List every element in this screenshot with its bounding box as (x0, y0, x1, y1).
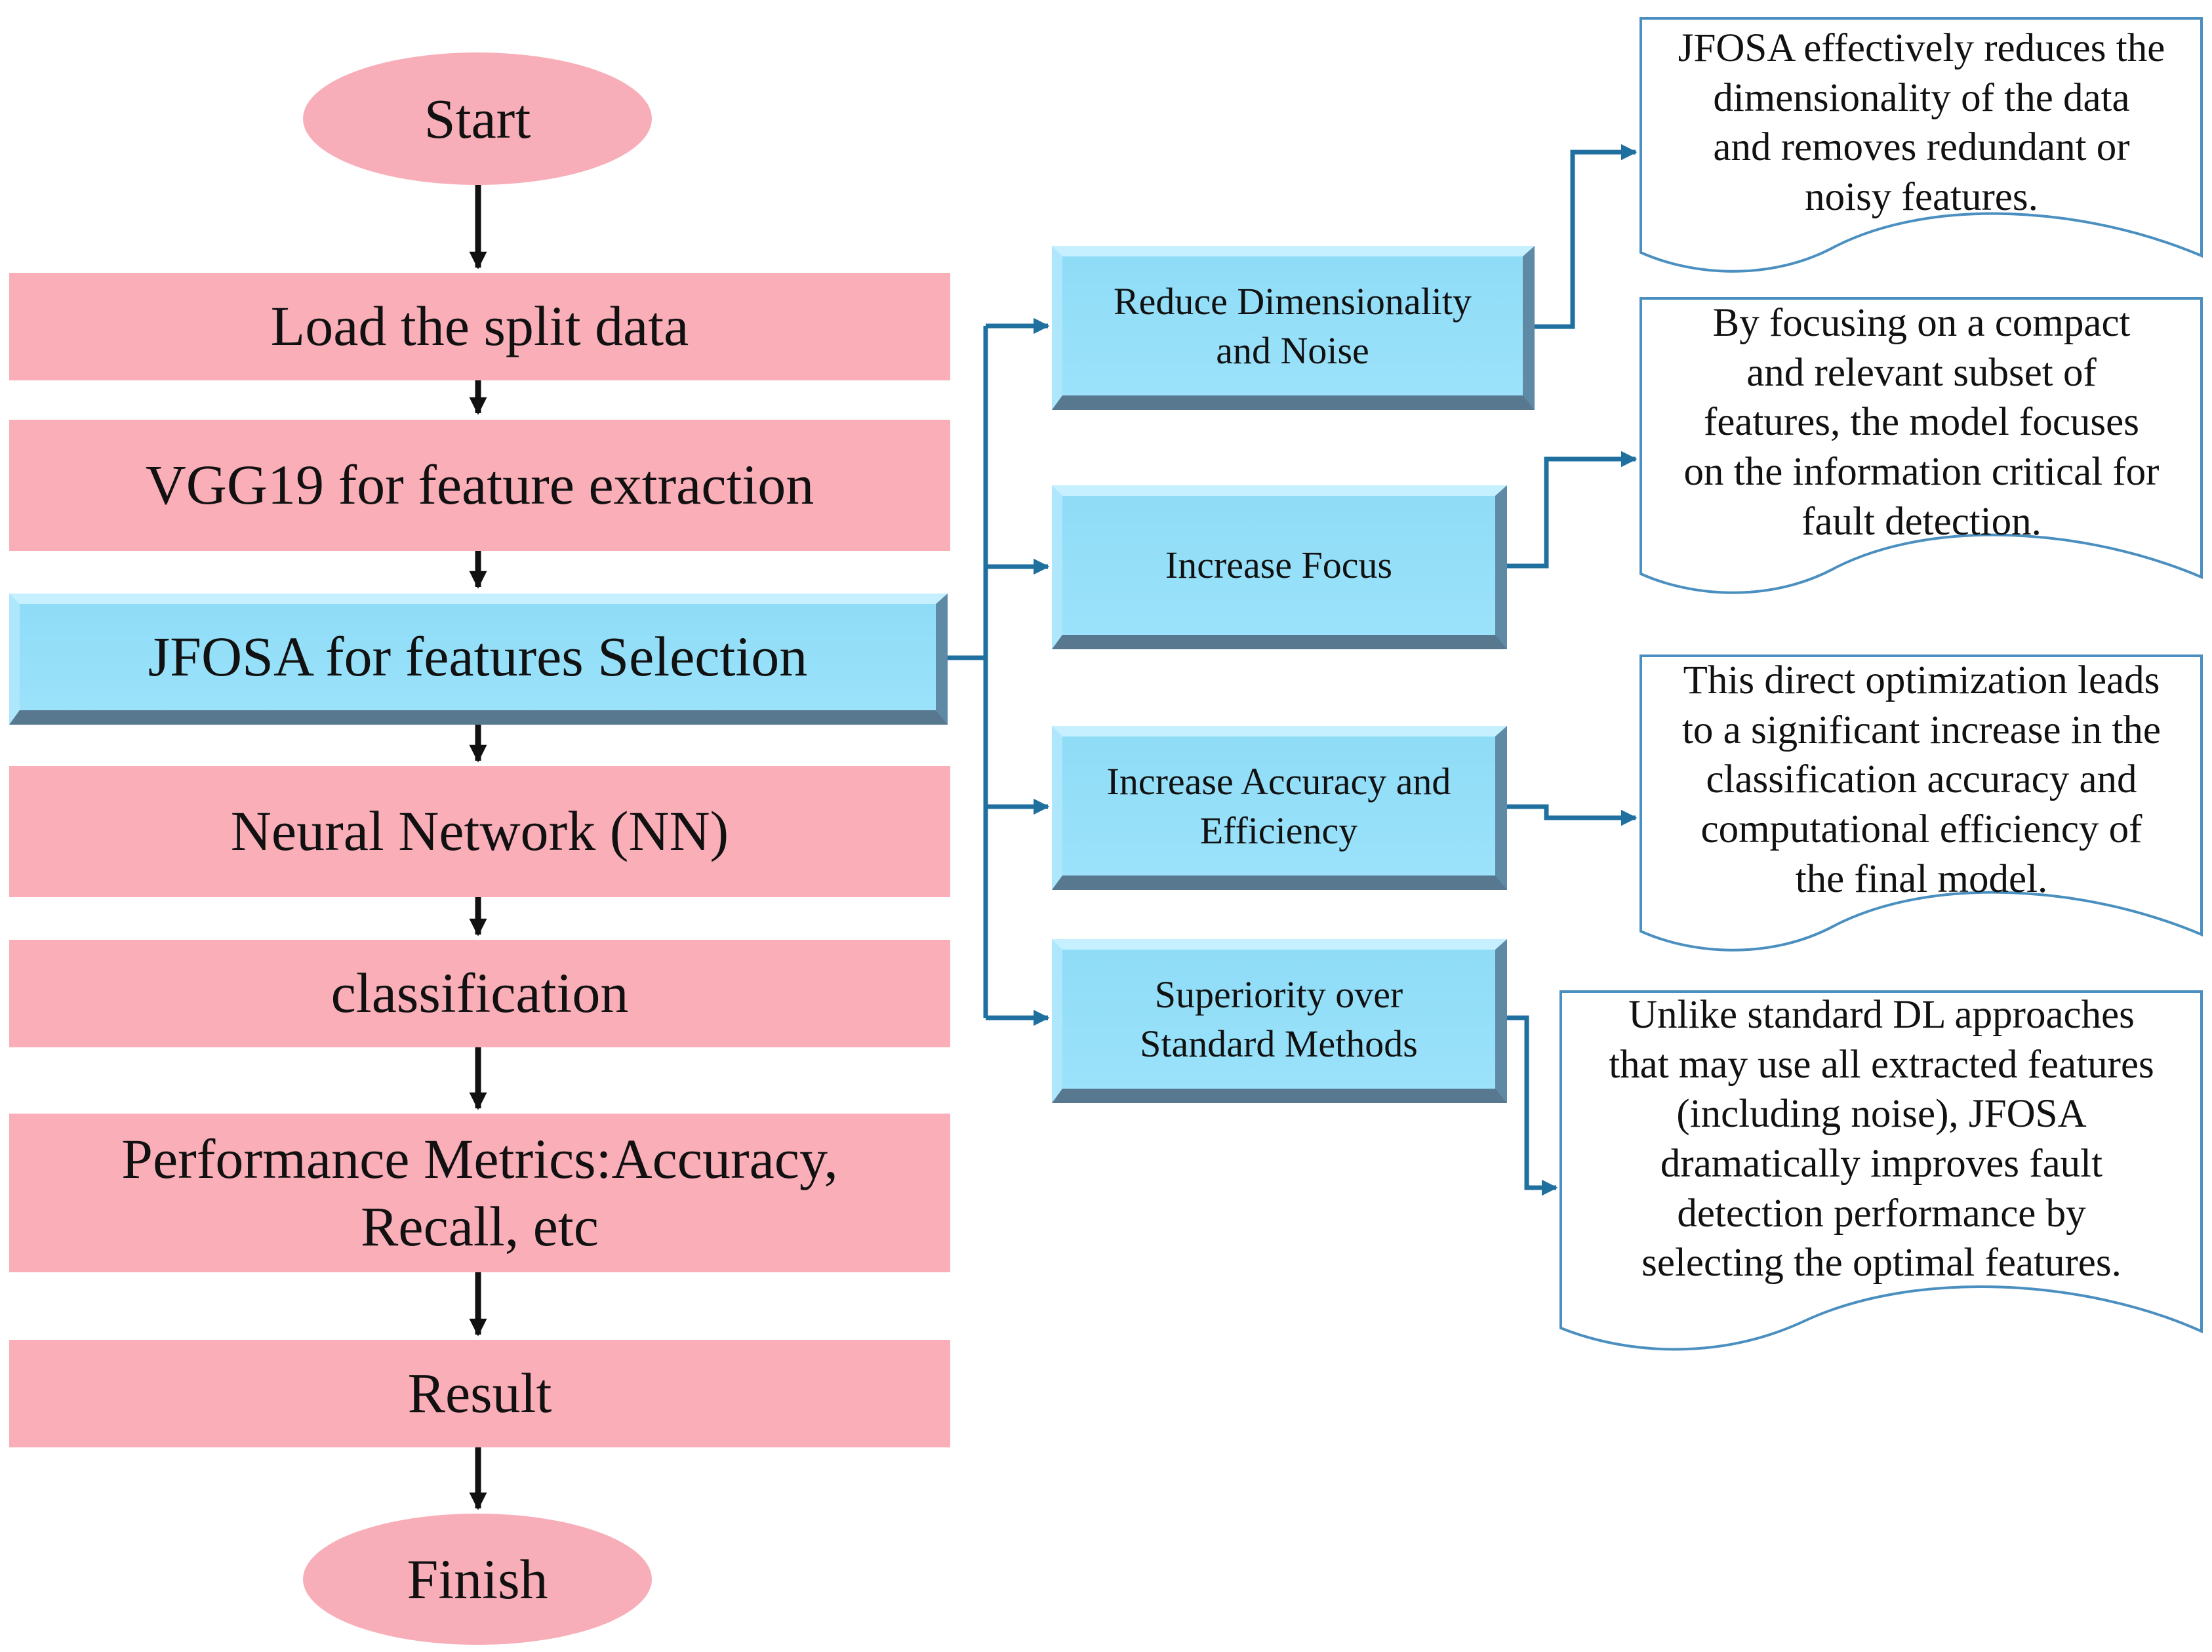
step-jfosa-selection-label: JFOSA for features Selection (148, 625, 808, 689)
benefit-superiority-label: Superiority over Standard Methods (1140, 973, 1418, 1065)
connector-benefit-1-to-note-1 (1535, 144, 1638, 329)
benefit-reduce-dimensionality-label: Reduce Dimensionality and Noise (1113, 279, 1472, 372)
finish-label: Finish (407, 1548, 548, 1611)
note-2-text: By focusing on a compact and relevant su… (1683, 301, 2160, 544)
note-4-text: Unlike standard DL approaches that may u… (1609, 993, 2154, 1285)
step-classification-label: classification (331, 961, 629, 1025)
benefit-increase-accuracy-label: Increase Accuracy and Efficiency (1106, 759, 1451, 852)
benefit-superiority: Superiority over Standard Methods (1052, 939, 1507, 1103)
step-neural-network-label: Neural Network (NN) (230, 799, 729, 863)
start-label: Start (424, 87, 531, 150)
step-classification: classification (9, 940, 950, 1047)
note-3-shape (1639, 655, 2203, 952)
note-2-shape (1639, 297, 2203, 594)
step-performance-metrics: Performance Metrics:Accuracy, Recall, et… (9, 1114, 950, 1272)
step-vgg19: VGG19 for feature extraction (9, 420, 950, 551)
note-4-shape (1559, 990, 2203, 1351)
note-1-shape (1639, 17, 2203, 273)
step-result: Result (9, 1340, 950, 1447)
connector-benefit-2-to-note-2 (1507, 451, 1638, 569)
step-load-data-label: Load the split data (270, 294, 689, 358)
start-terminal: Start (303, 52, 652, 185)
benefit-increase-focus-label: Increase Focus (1165, 544, 1393, 587)
step-jfosa-selection: JFOSA for features Selection (9, 594, 948, 725)
note-3-text: This direct optimization leads to a sign… (1681, 658, 2162, 901)
finish-terminal: Finish (303, 1514, 652, 1645)
step-result-label: Result (407, 1361, 552, 1425)
benefit-increase-focus: Increase Focus (1052, 485, 1507, 649)
connector-benefit-3-to-note-3 (1507, 804, 1638, 826)
benefit-increase-accuracy: Increase Accuracy and Efficiency (1052, 726, 1507, 890)
note-1-text: JFOSA effectively reduces the dimensiona… (1678, 26, 2165, 219)
step-neural-network: Neural Network (NN) (9, 766, 950, 897)
connector-benefit-4-to-note-4 (1507, 1015, 1558, 1196)
step-performance-metrics-label: Performance Metrics:Accuracy, Recall, et… (121, 1127, 838, 1258)
benefit-reduce-dimensionality: Reduce Dimensionality and Noise (1052, 246, 1535, 410)
step-load-data: Load the split data (9, 273, 950, 380)
step-vgg19-label: VGG19 for feature extraction (145, 453, 814, 517)
